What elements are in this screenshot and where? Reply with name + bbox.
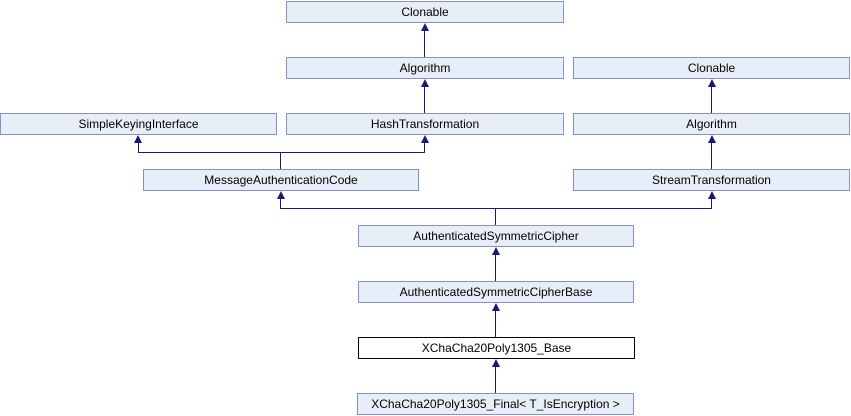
- class-node-clonable-top[interactable]: Clonable: [286, 1, 564, 23]
- class-node-algorithm-right[interactable]: Algorithm: [573, 113, 850, 135]
- arrow-up-icon: [277, 191, 285, 199]
- class-node-hash-transformation[interactable]: HashTransformation: [286, 113, 564, 135]
- edge-mac-riser: [280, 153, 281, 169]
- class-node-message-authentication-code[interactable]: MessageAuthenticationCode: [143, 169, 419, 191]
- edge-hashtransformation-to-algorithm: [424, 85, 425, 113]
- class-node-stream-transformation[interactable]: StreamTransformation: [573, 169, 850, 191]
- edge-ascbase-to-asc: [495, 253, 496, 281]
- arrow-up-icon: [708, 191, 716, 199]
- class-node-simple-keying-interface[interactable]: SimpleKeyingInterface: [0, 113, 277, 135]
- class-node-xchacha20poly1305-base-current: XChaCha20Poly1305_Base: [358, 337, 635, 359]
- edge-algorithm-to-clonable-right: [711, 85, 712, 113]
- edge-asc-to-streamtransformation: [711, 199, 712, 208]
- edge-algorithm-to-clonable: [424, 29, 425, 57]
- arrow-up-icon: [492, 359, 500, 367]
- arrow-up-icon: [421, 79, 429, 87]
- arrow-up-icon: [421, 23, 429, 31]
- arrow-up-icon: [708, 79, 716, 87]
- class-node-authenticated-symmetric-cipher[interactable]: AuthenticatedSymmetricCipher: [358, 225, 634, 247]
- class-node-xchacha20poly1305-final[interactable]: XChaCha20Poly1305_Final< T_IsEncryption …: [357, 393, 634, 415]
- arrow-up-icon: [421, 135, 429, 143]
- arrow-up-icon: [134, 135, 142, 143]
- class-node-algorithm-left[interactable]: Algorithm: [286, 57, 564, 79]
- edge-asc-bus: [280, 208, 712, 209]
- arrow-up-icon: [708, 135, 716, 143]
- class-node-authenticated-symmetric-cipher-base[interactable]: AuthenticatedSymmetricCipherBase: [358, 281, 634, 303]
- class-node-clonable-right[interactable]: Clonable: [573, 57, 850, 79]
- arrow-up-icon: [492, 247, 500, 255]
- edge-asc-to-mac: [280, 199, 281, 208]
- edge-mac-bus: [138, 152, 425, 153]
- edge-mac-to-hashtransformation: [424, 143, 425, 152]
- arrow-up-icon: [492, 303, 500, 311]
- edge-xccbase-to-ascbase: [495, 309, 496, 337]
- edge-xccfinal-to-xccbase: [495, 365, 496, 393]
- edge-streamtransformation-to-algorithm: [711, 141, 712, 169]
- edge-asc-riser: [495, 209, 496, 225]
- edge-mac-to-simplekeyinginterface: [138, 143, 139, 152]
